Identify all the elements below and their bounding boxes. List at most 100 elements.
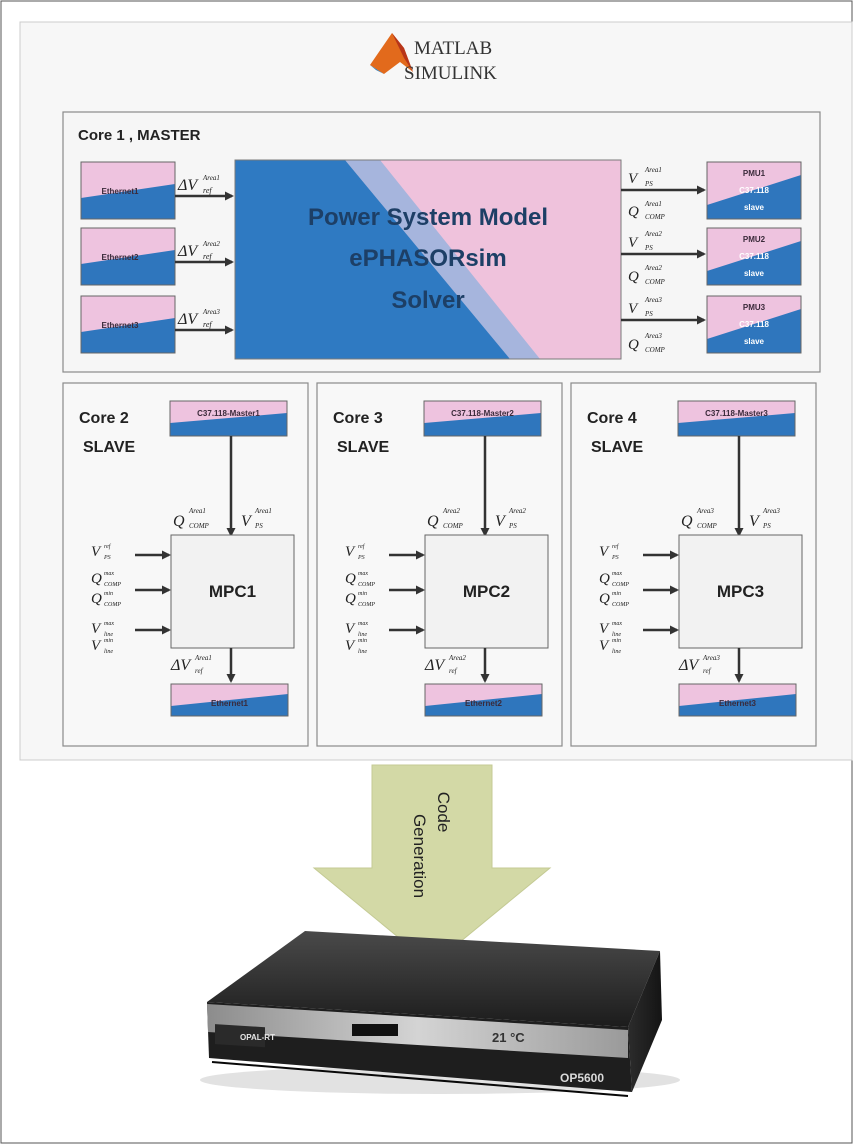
matlab-logo-icon — [370, 33, 413, 74]
svg-text:Q: Q — [599, 571, 610, 587]
svg-text:max: max — [358, 621, 368, 627]
svg-text:PS: PS — [644, 310, 653, 318]
svg-text:COMP: COMP — [612, 602, 629, 608]
svg-text:Q: Q — [628, 337, 639, 353]
svg-text:max: max — [612, 621, 622, 627]
svg-text:ref: ref — [104, 543, 112, 550]
ethernet-label: Ethernet2 — [102, 253, 139, 262]
svg-text:C37.118: C37.118 — [739, 186, 769, 195]
mpc-label: MPC1 — [209, 582, 256, 601]
c37-label: C37.118-Master1 — [197, 409, 260, 418]
svg-text:line: line — [104, 649, 113, 655]
core-title: Core 4 — [587, 410, 637, 427]
svg-text:PMU2: PMU2 — [743, 235, 766, 244]
master-panel: Core 1 , MASTER Power System Model ePHAS… — [62, 111, 821, 373]
svg-text:Q: Q — [628, 269, 639, 285]
svg-text:Area3: Area3 — [644, 296, 662, 304]
svg-text:ref: ref — [703, 667, 712, 675]
input-label-3: ΔV Area3 ref — [177, 308, 220, 329]
mpc-label: MPC3 — [717, 582, 764, 601]
svg-text:min: min — [104, 638, 113, 644]
svg-text:Area1: Area1 — [202, 174, 220, 182]
code-generation-arrow: Code Generation — [312, 764, 552, 966]
svg-text:Area2: Area2 — [442, 507, 460, 515]
device-top — [207, 931, 660, 1027]
svg-text:PS: PS — [644, 180, 653, 188]
master-title: Core 1 , MASTER — [78, 127, 201, 144]
svg-text:min: min — [612, 638, 621, 644]
svg-text:Q: Q — [599, 591, 610, 607]
svg-text:line: line — [358, 632, 367, 638]
svg-text:Area2: Area2 — [644, 230, 662, 238]
output-label-1: V Area1 PS Q Area1 COMP — [628, 166, 666, 221]
svg-text:Q: Q — [173, 513, 185, 530]
svg-text:Area1: Area1 — [644, 200, 662, 208]
svg-text:PS: PS — [762, 522, 771, 530]
svg-text:ΔV: ΔV — [424, 657, 446, 674]
svg-text:slave: slave — [744, 203, 765, 212]
pmu-block-2: PMU2 C37.118 slave — [706, 227, 802, 286]
svg-text:C37.118: C37.118 — [739, 252, 769, 261]
logo-matlab-text: MATLAB — [414, 38, 492, 59]
svg-text:Area1: Area1 — [188, 507, 206, 515]
svg-text:Area3: Area3 — [762, 507, 780, 515]
ethernet-label: Ethernet1 — [102, 187, 139, 196]
svg-text:V: V — [345, 621, 356, 637]
svg-text:Area3: Area3 — [702, 654, 720, 662]
mpc-block — [424, 534, 549, 649]
svg-text:V: V — [628, 235, 639, 251]
svg-text:Q: Q — [91, 571, 102, 587]
svg-text:V: V — [345, 544, 356, 560]
ethernet-block-3: Ethernet3 — [80, 295, 176, 354]
device-brand: OPAL-RT — [240, 1033, 275, 1042]
device-side — [628, 951, 662, 1092]
solver-block: Power System Model ePHASORsim Solver — [234, 159, 622, 360]
svg-text:max: max — [612, 571, 622, 577]
svg-text:COMP: COMP — [645, 213, 666, 221]
svg-text:line: line — [612, 632, 621, 638]
svg-text:PMU3: PMU3 — [743, 303, 766, 312]
core-role: SLAVE — [591, 439, 643, 456]
logo-simulink-text: SIMULINK — [404, 63, 497, 84]
ethernet-label: Ethernet1 — [211, 699, 248, 708]
generation-label: Generation — [410, 814, 429, 898]
solver-line-1: Power System Model — [308, 204, 548, 231]
svg-text:min: min — [358, 591, 367, 597]
output-label-2: V Area2 PS Q Area2 COMP — [628, 230, 666, 286]
svg-text:V: V — [628, 301, 639, 317]
svg-text:ref: ref — [203, 252, 213, 261]
svg-text:COMP: COMP — [104, 582, 121, 588]
svg-text:line: line — [612, 649, 621, 655]
svg-text:Area3: Area3 — [644, 332, 662, 340]
solver-line-3: Solver — [391, 287, 464, 314]
svg-text:V: V — [91, 638, 102, 654]
ethernet-label: Ethernet3 — [719, 699, 756, 708]
mpc-block — [678, 534, 803, 649]
svg-text:Area1: Area1 — [194, 654, 212, 662]
svg-text:slave: slave — [744, 337, 765, 346]
svg-text:ΔV: ΔV — [177, 311, 199, 328]
mpc-block — [170, 534, 295, 649]
svg-text:line: line — [358, 649, 367, 655]
svg-text:max: max — [104, 621, 114, 627]
svg-text:ref: ref — [203, 186, 213, 195]
svg-text:Q: Q — [91, 591, 102, 607]
svg-text:line: line — [104, 632, 113, 638]
svg-text:max: max — [358, 571, 368, 577]
svg-text:min: min — [104, 591, 113, 597]
svg-text:Q: Q — [427, 513, 439, 530]
core-role: SLAVE — [83, 439, 135, 456]
svg-text:Area1: Area1 — [644, 166, 662, 174]
svg-text:COMP: COMP — [645, 346, 666, 354]
svg-text:COMP: COMP — [189, 522, 210, 530]
device-display: 21 °C — [492, 1030, 525, 1045]
svg-text:Q: Q — [345, 571, 356, 587]
svg-text:V: V — [599, 638, 610, 654]
ethernet-block-2: Ethernet2 — [80, 227, 176, 286]
ethernet-label: Ethernet2 — [465, 699, 502, 708]
